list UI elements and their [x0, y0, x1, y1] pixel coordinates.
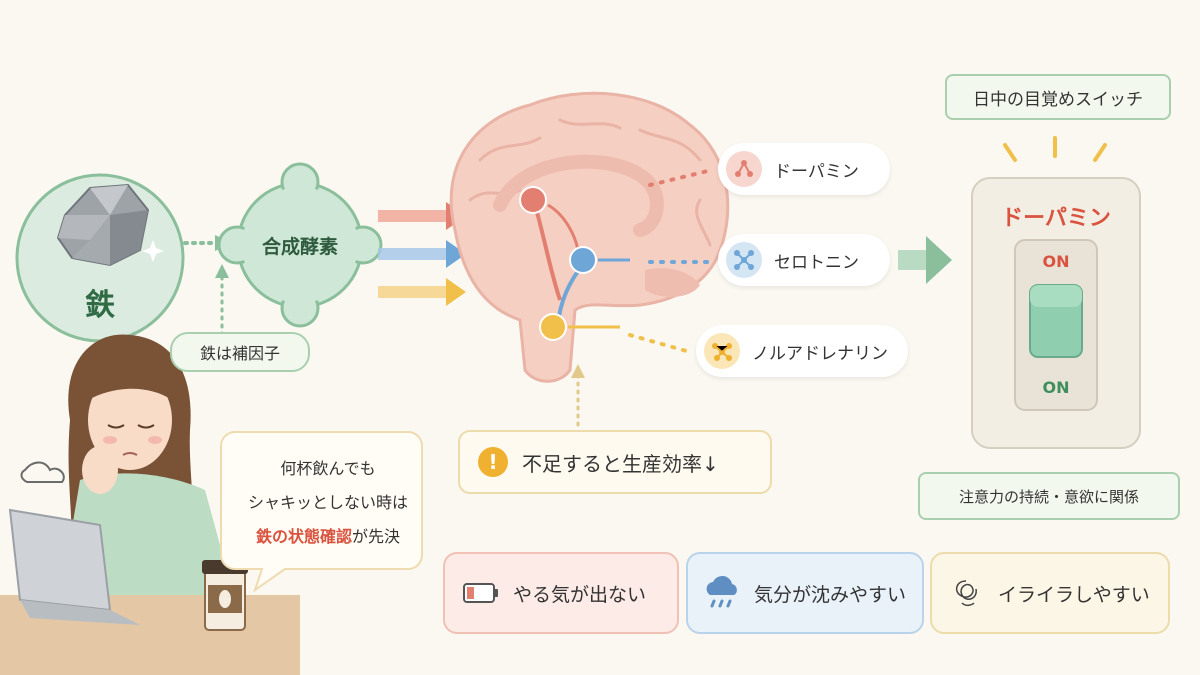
low-battery-icon [463, 582, 499, 604]
speech-bubble [220, 431, 423, 593]
switch-bottom-label: 注意力の持続・意欲に関係 [918, 472, 1180, 520]
molecule-icon [704, 333, 740, 369]
rain-cloud-icon [702, 575, 742, 611]
woman-illustration [0, 334, 300, 675]
noradrenaline-label: ノルアドレナリン [752, 343, 888, 364]
speech-text: 何杯飲んでも シャキッとしない時は 鉄の状態確認が先決 [240, 452, 416, 554]
dopamine-node [519, 186, 547, 214]
speech-highlight: 鉄の状態確認 [255, 527, 352, 546]
symptom-text: やる気が出ない [513, 583, 647, 606]
noradrenaline-node [539, 313, 567, 341]
symptom-card-motivation: やる気が出ない [443, 552, 679, 634]
iron-rock-icon [56, 183, 150, 267]
speech-line1: 何杯飲んでも [280, 459, 376, 478]
noradrenaline-pill: ノルアドレナリン [696, 325, 908, 377]
serotonin-pill: セロトニン [718, 234, 890, 286]
brain-illustration [449, 91, 730, 383]
speech-line2: シャキッとしない時は [247, 493, 408, 512]
symptom-card-mood: 気分が沈みやすい [686, 552, 924, 634]
enzyme-gear-shape [217, 162, 383, 328]
dopamine-label: ドーパミン [774, 161, 859, 182]
symptom-text: イライラしやすい [998, 583, 1150, 606]
switch-top-label: 日中の目覚めスイッチ [945, 74, 1171, 120]
switch-on-bottom: ON [1042, 378, 1070, 397]
cofactor-label: 鉄は補因子 [170, 332, 310, 372]
serotonin-node [569, 246, 597, 274]
exclamation-icon: ! [478, 447, 508, 477]
molecule-icon [726, 242, 762, 278]
iron-label: 鉄 [85, 288, 115, 323]
molecule-icon [726, 151, 762, 187]
switch-arrow [898, 250, 926, 270]
warning-box: ! 不足すると生産効率↓ [458, 430, 772, 494]
speech-line3: 鉄の状態確認が先決 [240, 520, 416, 554]
sparkle-icon [142, 240, 164, 262]
symptom-card-irritability: イライラしやすい [930, 552, 1170, 634]
scribble-icon [948, 575, 984, 611]
serotonin-label: セロトニン [774, 252, 859, 273]
enzyme-label: 合成酵素 [261, 236, 338, 258]
dopamine-pill: ドーパミン [718, 143, 890, 195]
switch-title: ドーパミン [1001, 206, 1111, 231]
speech-line3-rest: が先決 [352, 527, 401, 546]
switch-on-top: ON [1042, 252, 1070, 271]
warning-text: 不足すると生産効率↓ [522, 451, 719, 476]
symptom-text: 気分が沈みやすい [754, 583, 907, 606]
